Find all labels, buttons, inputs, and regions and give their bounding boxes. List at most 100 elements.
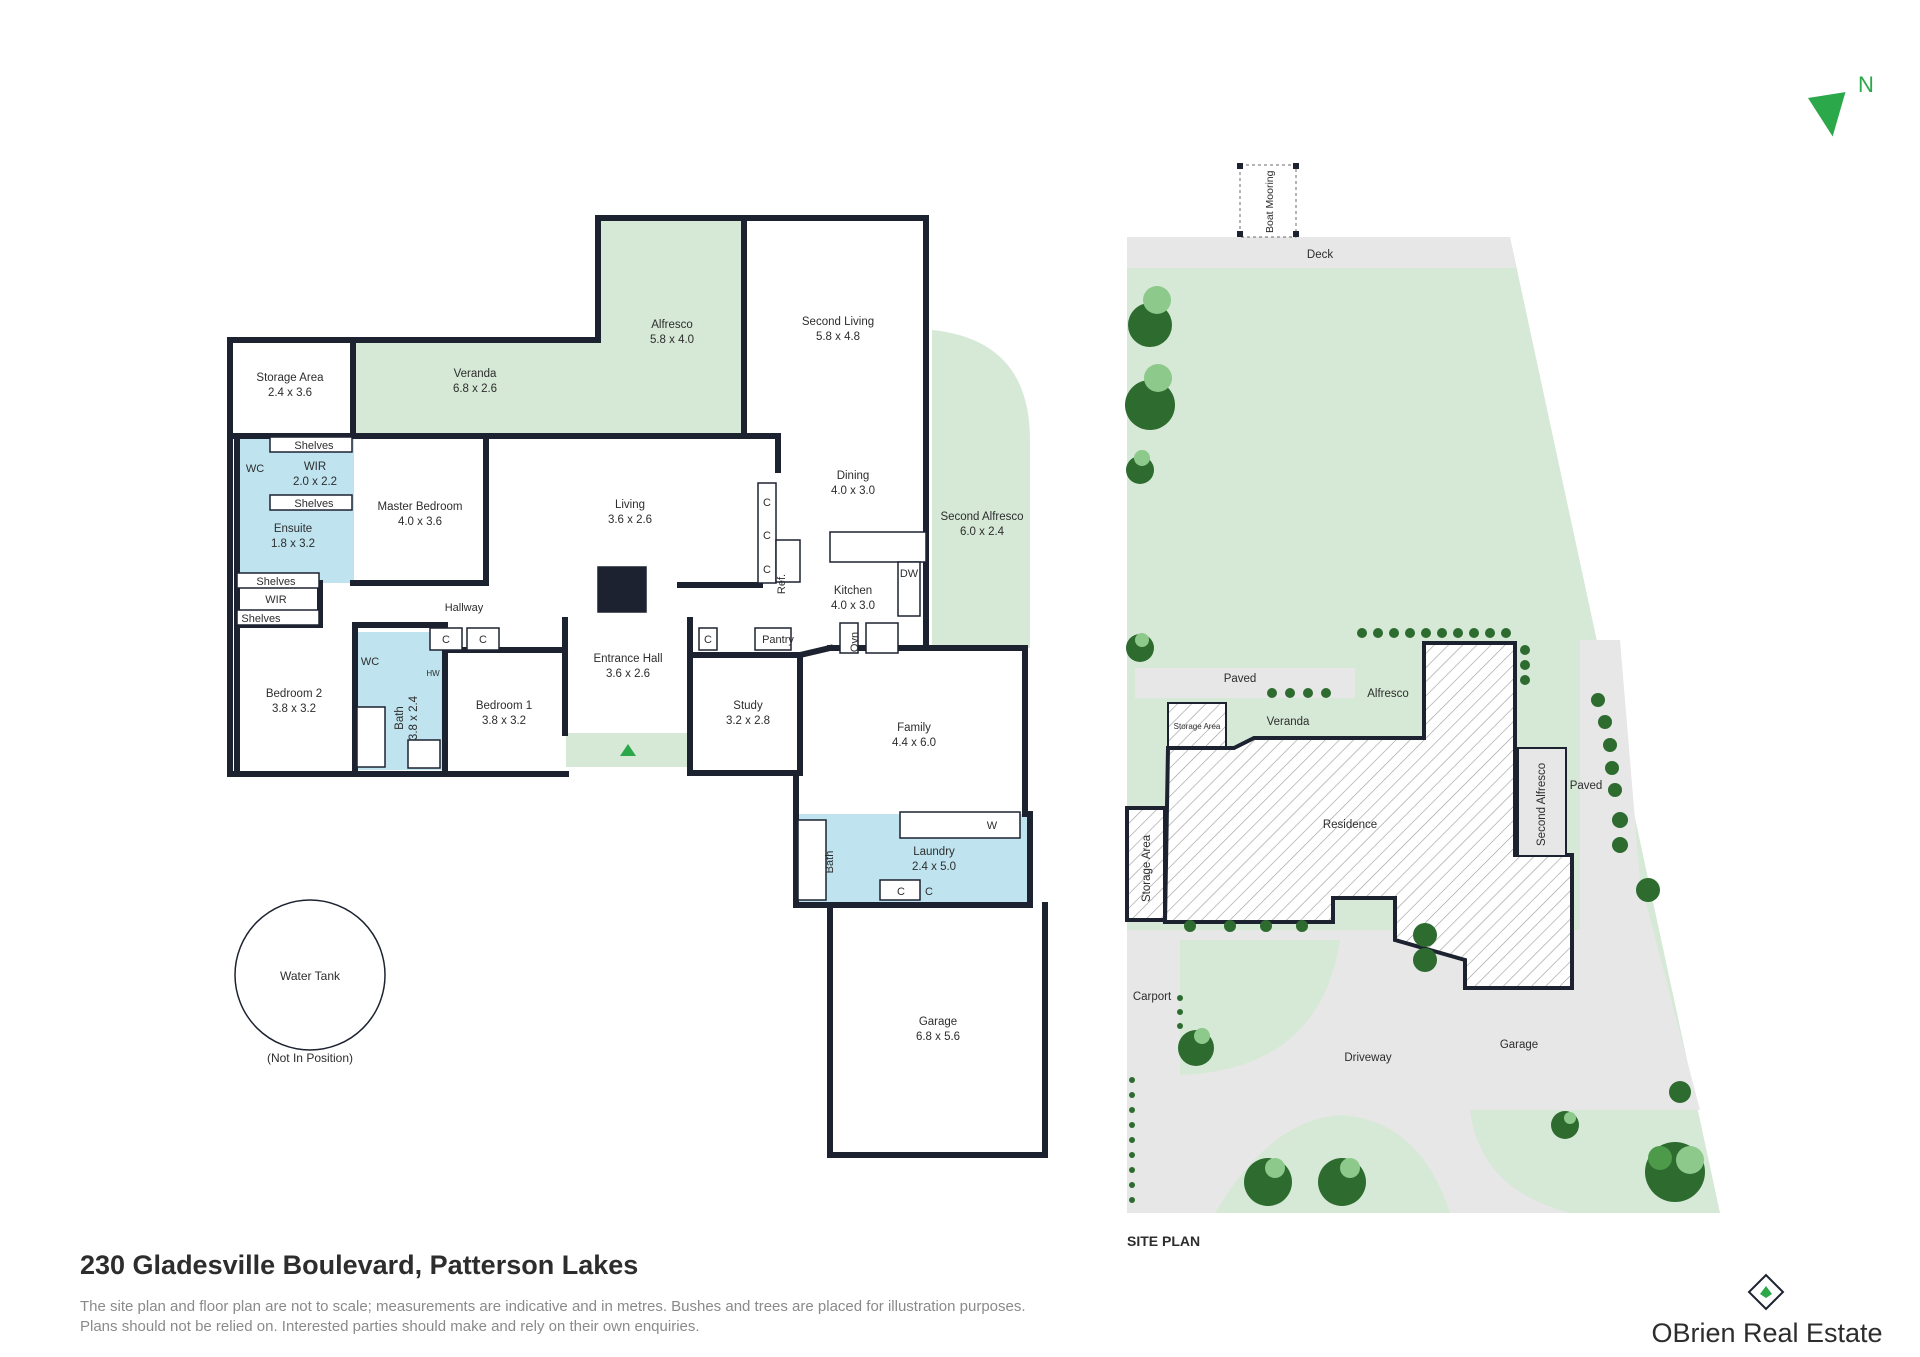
- site-storage-small: [1167, 702, 1227, 748]
- room-name-entrance-hall: Entrance Hall: [593, 653, 662, 665]
- boat-mooring: [1237, 163, 1299, 238]
- tree-icon: [1125, 364, 1175, 430]
- shelves-label-4: Shelves: [241, 613, 281, 625]
- tree-icon: [1244, 1158, 1292, 1206]
- entry-arrow-icon: [620, 744, 636, 756]
- north-arrow-icon: N: [1808, 72, 1874, 138]
- laundry-bath-label: Bath: [824, 851, 836, 874]
- room-name-bath-main: Bath: [394, 706, 406, 730]
- site-paved-top: [1135, 668, 1355, 698]
- site-label-storage-small: Storage Area: [1174, 722, 1221, 731]
- room-size-study: 3.2 x 2.8: [726, 715, 770, 727]
- site-second-alfresco: [1517, 747, 1567, 857]
- tree-icon: [1126, 450, 1154, 484]
- water-tank: Water Tank (Not In Position): [234, 899, 386, 1065]
- tree-icon: [1178, 1028, 1214, 1066]
- room-labels: Alfresco 5.8 x 4.0 Second Living 5.8 x 4…: [256, 316, 1023, 1043]
- brand-name: OBrien Real Estate: [1651, 1318, 1883, 1348]
- site-label-paved-right: Paved: [1570, 780, 1603, 792]
- disclaimer-line-2: Plans should not be relied on. Intereste…: [80, 1318, 700, 1335]
- room-size-alfresco: 5.8 x 4.0: [650, 334, 694, 346]
- room-name-alfresco: Alfresco: [651, 319, 693, 331]
- pantry-label: Pantry: [762, 634, 794, 646]
- disclaimer-line-1: The site plan and floor plan are not to …: [80, 1298, 1026, 1315]
- room-name-storage-area: Storage Area: [256, 372, 324, 384]
- cupboard-label-5: C: [479, 634, 487, 646]
- room-size-second-alfresco: 6.0 x 2.4: [960, 526, 1005, 538]
- ref-label: Ref.: [776, 574, 788, 594]
- site-labels: Deck Boat Mooring Paved Alfresco Veranda…: [1127, 170, 1602, 1249]
- shelves-label-2: Shelves: [294, 498, 334, 510]
- room-size-entrance-hall: 3.6 x 2.6: [606, 668, 650, 680]
- room-name-dining: Dining: [837, 470, 870, 482]
- site-plan-title: SITE PLAN: [1127, 1233, 1200, 1249]
- room-size-bedroom-1: 3.8 x 3.2: [482, 715, 526, 727]
- site-label-veranda: Veranda: [1267, 716, 1310, 728]
- shelves-label-1: Shelves: [294, 440, 334, 452]
- site-storage-area: [1125, 806, 1167, 922]
- room-name-second-living: Second Living: [802, 316, 874, 328]
- room-size-laundry: 2.4 x 5.0: [912, 861, 956, 873]
- obrien-diamond-logo-icon: [1747, 1273, 1785, 1311]
- site-label-second-alfresco: Second Alfresco: [1536, 763, 1548, 846]
- room-name-living: Living: [615, 499, 645, 511]
- room-size-bedroom-2: 3.8 x 3.2: [272, 703, 316, 715]
- water-tank-note: (Not In Position): [267, 1051, 353, 1065]
- room-name-bedroom-2: Bedroom 2: [266, 688, 322, 700]
- site-label-storage-area: Storage Area: [1141, 834, 1153, 902]
- disclaimer: The site plan and floor plan are not to …: [80, 1297, 1180, 1337]
- cupboard-label-2: C: [763, 530, 771, 542]
- room-size-storage-area: 2.4 x 3.6: [268, 387, 312, 399]
- tree-icon: [1636, 878, 1660, 902]
- room-size-master-bedroom: 4.0 x 3.6: [398, 516, 442, 528]
- cupboard-label-8: C: [925, 886, 933, 898]
- room-name-bedroom-1: Bedroom 1: [476, 700, 532, 712]
- cupboard-label-7: C: [897, 886, 905, 898]
- room-size-kitchen: 4.0 x 3.0: [831, 600, 875, 612]
- site-label-carport: Carport: [1133, 991, 1172, 1003]
- tree-icon: [1126, 633, 1154, 662]
- site-label-deck: Deck: [1307, 249, 1333, 261]
- room-name-master-bedroom: Master Bedroom: [377, 501, 462, 513]
- room-name-ensuite: Ensuite: [274, 523, 312, 535]
- room-size-second-living: 5.8 x 4.8: [816, 331, 860, 343]
- site-deck: [1127, 237, 1516, 268]
- tree-icon: [1413, 923, 1437, 972]
- water-tank-label: Water Tank: [280, 969, 341, 983]
- room-size-dining: 4.0 x 3.0: [831, 485, 875, 497]
- wc-label-main: WC: [361, 656, 379, 668]
- room-size-wir-master: 2.0 x 2.2: [293, 476, 337, 488]
- tree-icon: [1128, 286, 1172, 347]
- brand-block: OBrien Real Estate: [1647, 1263, 1887, 1349]
- site-label-boat-mooring: Boat Mooring: [1264, 170, 1276, 233]
- site-label-driveway: Driveway: [1344, 1052, 1392, 1064]
- property-address: 230 Gladesville Boulevard, Patterson Lak…: [80, 1250, 639, 1280]
- north-label: N: [1858, 72, 1874, 97]
- tree-icon: [1318, 1158, 1366, 1206]
- outdoor-areas: [353, 218, 1030, 767]
- site-label-paved-top: Paved: [1224, 673, 1257, 685]
- site-paved-side: [1520, 640, 1700, 1110]
- shelves-label-3: Shelves: [256, 576, 296, 588]
- site-label-residence: Residence: [1323, 819, 1377, 831]
- cupboard-label-6: C: [704, 634, 712, 646]
- second-alfresco-area: [932, 330, 1030, 648]
- room-size-veranda: 6.8 x 2.6: [453, 383, 497, 395]
- floor-plan: Water Tank (Not In Position) Alfresco 5.…: [227, 215, 1048, 1158]
- room-name-study: Study: [733, 700, 763, 712]
- tree-icon: [1669, 1081, 1691, 1103]
- room-name-second-alfresco: Second Alfresco: [940, 511, 1023, 523]
- fixture-labels: Shelves Shelves Shelves Shelves WC WC WI…: [241, 440, 997, 898]
- room-name-wir-master: WIR: [304, 461, 326, 473]
- wir-label-bed2: WIR: [265, 594, 286, 606]
- walls: [227, 215, 1048, 1158]
- site-residence: [1162, 641, 1574, 990]
- fixtures-detail: [236, 436, 1021, 901]
- room-name-kitchen: Kitchen: [834, 585, 872, 597]
- oven-label: Ovn: [849, 632, 861, 652]
- cupboard-label-4: C: [442, 634, 450, 646]
- room-name-garage: Garage: [919, 1016, 957, 1028]
- site-label-alfresco: Alfresco: [1367, 688, 1409, 700]
- site-lawn-carport: [1180, 940, 1340, 1075]
